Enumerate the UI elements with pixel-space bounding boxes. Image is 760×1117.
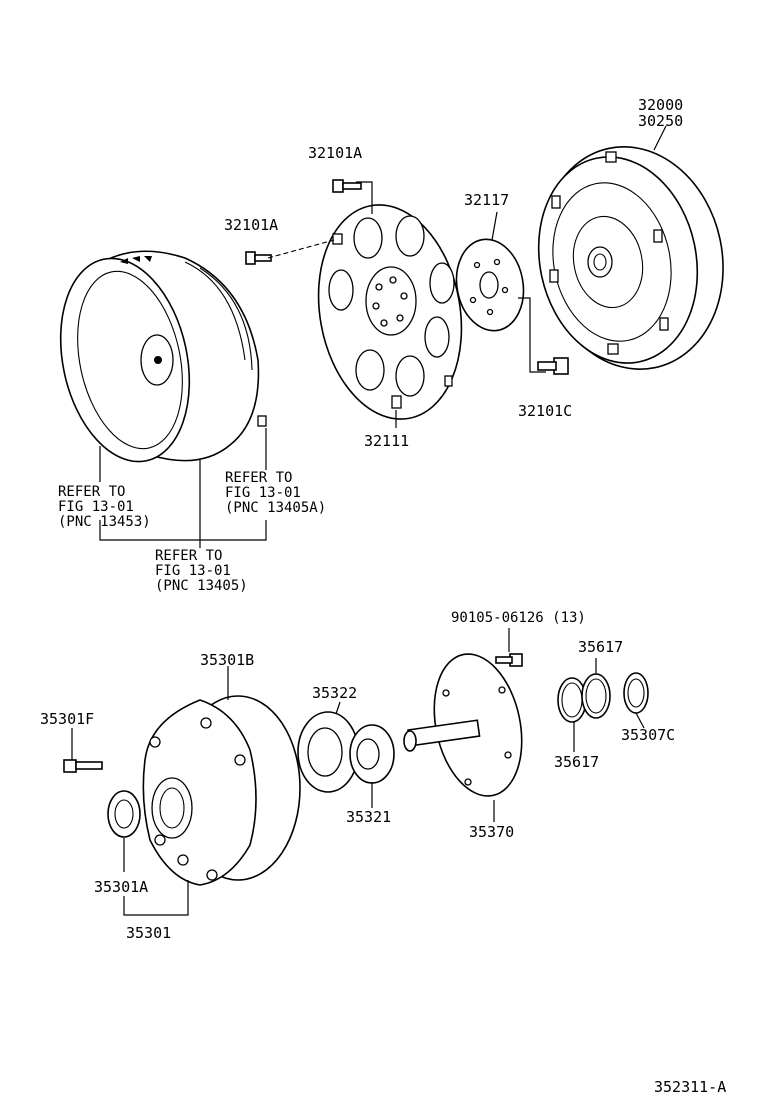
- bolt-32101c: [537, 357, 569, 375]
- ref1-line2: FIG 13-01: [58, 499, 134, 515]
- label-35322: 35322: [312, 684, 357, 702]
- seal-ring-2: [581, 673, 611, 719]
- seal-ring-1: [557, 677, 587, 723]
- thrust-washer: [623, 672, 649, 714]
- figure-id: 352311-A: [654, 1078, 726, 1096]
- oil-pump-body: [142, 695, 301, 886]
- bolt-90105: [495, 653, 523, 667]
- part-labels: 32000 30250 32101A 32101A 32117 32111 32…: [40, 96, 726, 1096]
- label-32101a-top: 32101A: [308, 144, 362, 162]
- bolt-32101a-left: [245, 251, 272, 265]
- label-32117: 32117: [464, 191, 509, 209]
- label-35617-top: 35617: [578, 638, 623, 656]
- ref2-line3: (PNC 13405A): [225, 500, 326, 516]
- stator-shaft: [403, 653, 523, 797]
- ref2-line1: REFER TO: [225, 470, 292, 486]
- leader-lines: [71, 125, 667, 916]
- drive-gear: [349, 724, 395, 784]
- label-90105: 90105-06126 (13): [451, 610, 586, 626]
- ref3-line3: (PNC 13405): [155, 578, 248, 594]
- label-30250: 30250: [638, 112, 683, 130]
- ref2-line2: FIG 13-01: [225, 485, 301, 501]
- label-35301b: 35301B: [200, 651, 254, 669]
- spacer-plate: [455, 238, 525, 332]
- bolt-32101a-top: [332, 179, 362, 193]
- ref3-line2: FIG 13-01: [155, 563, 231, 579]
- label-35301: 35301: [126, 924, 171, 942]
- ref1-line3: (PNC 13453): [58, 514, 151, 530]
- label-32101c: 32101C: [518, 402, 572, 420]
- label-35321: 35321: [346, 808, 391, 826]
- drive-plate: [317, 204, 463, 420]
- ring-gear-drum: [59, 250, 267, 463]
- label-35301a: 35301A: [94, 878, 148, 896]
- label-35301f: 35301F: [40, 710, 94, 728]
- bolt-35301f: [63, 759, 103, 773]
- oil-seal: [107, 790, 141, 838]
- ref1-line1: REFER TO: [58, 484, 125, 500]
- label-35617-bottom: 35617: [554, 753, 599, 771]
- label-32111: 32111: [364, 432, 409, 450]
- label-32101a-left: 32101A: [224, 216, 278, 234]
- ref3-line1: REFER TO: [155, 548, 222, 564]
- label-35370: 35370: [469, 823, 514, 841]
- driven-gear: [297, 711, 359, 793]
- label-32000: 32000: [638, 96, 683, 114]
- label-35307c: 35307C: [621, 726, 675, 744]
- torque-converter: [537, 146, 724, 370]
